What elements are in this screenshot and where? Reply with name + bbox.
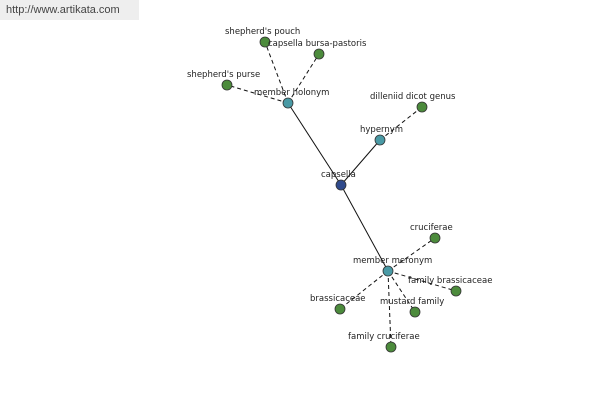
edge-capsella-to-hypernym bbox=[340, 139, 381, 186]
node-label-dilleniid-dicot-genus: dilleniid dicot genus bbox=[370, 92, 456, 102]
node-family-brassicaceae[interactable] bbox=[450, 285, 462, 297]
node-label-mustard-family: mustard family bbox=[380, 297, 444, 307]
node-label-shepherds-purse: shepherd's purse bbox=[187, 70, 260, 80]
node-label-cruciferae: cruciferae bbox=[410, 223, 453, 233]
node-hypernym[interactable] bbox=[374, 134, 386, 146]
node-label-shepherds-pouch: shepherd's pouch bbox=[225, 27, 300, 37]
node-member-meronym[interactable] bbox=[382, 265, 394, 277]
edge-member-meronym-to-cruciferae bbox=[387, 237, 436, 272]
node-member-holonym[interactable] bbox=[282, 97, 294, 109]
node-brassicaceae[interactable] bbox=[334, 303, 346, 315]
node-label-hypernym: hypernym bbox=[360, 125, 403, 135]
node-mustard-family[interactable] bbox=[409, 306, 421, 318]
edges-layer bbox=[226, 41, 457, 348]
edge-hypernym-to-dilleniid-dicot-genus bbox=[379, 106, 423, 141]
edge-capsella-to-member-meronym bbox=[340, 184, 389, 272]
node-label-brassicaceae: brassicaceae bbox=[310, 294, 366, 304]
node-label-family-cruciferae: family cruciferae bbox=[348, 332, 420, 342]
edge-member-meronym-to-family-brassicaceae bbox=[387, 270, 457, 292]
edge-member-holonym-to-shepherds-pouch bbox=[264, 41, 289, 104]
watermark-url[interactable]: http://www.artikata.com bbox=[0, 0, 139, 20]
node-capsella[interactable] bbox=[335, 179, 347, 191]
labels-layer: capsella member holonym hypernym member mer… bbox=[187, 27, 492, 342]
node-label-capsella: capsella bbox=[321, 170, 356, 180]
node-cruciferae[interactable] bbox=[429, 232, 441, 244]
node-shepherds-purse[interactable] bbox=[221, 79, 233, 91]
edge-capsella-to-member-holonym bbox=[287, 102, 342, 186]
node-shepherds-pouch[interactable] bbox=[259, 36, 271, 48]
node-label-capsella-bursa-pastoris: capsella bursa-pastoris bbox=[268, 39, 367, 49]
node-label-family-brassicaceae: family brassicaceae bbox=[408, 276, 492, 286]
edge-member-holonym-to-capsella-bursa-pastoris bbox=[287, 53, 320, 104]
edge-member-meronym-to-brassicaceae bbox=[339, 270, 389, 310]
node-label-member-holonym: member holonym bbox=[254, 88, 329, 98]
edge-member-holonym-to-shepherds-purse bbox=[226, 84, 289, 104]
node-dilleniid-dicot-genus[interactable] bbox=[416, 101, 428, 113]
edge-member-meronym-to-mustard-family bbox=[387, 270, 416, 313]
edge-member-meronym-to-family-cruciferae bbox=[387, 270, 392, 348]
nodes-layer bbox=[221, 36, 462, 353]
node-label-member-meronym: member meronym bbox=[353, 256, 432, 266]
node-family-cruciferae[interactable] bbox=[385, 341, 397, 353]
node-capsella-bursa-pastoris[interactable] bbox=[313, 48, 325, 60]
